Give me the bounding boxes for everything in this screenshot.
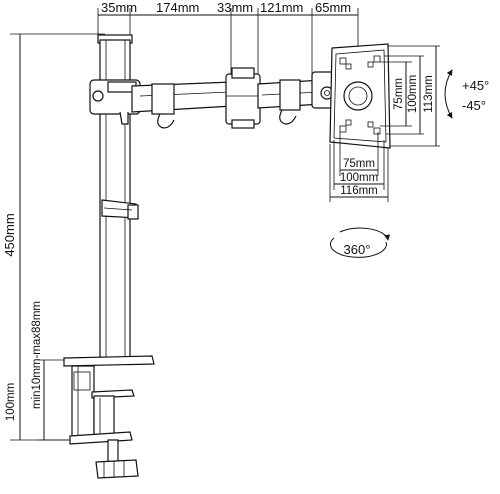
dim-vesa-75mm-vertical: 75mm: [393, 78, 405, 110]
top-dimension-line: [97, 8, 359, 92]
vesa-plate: [329, 43, 391, 149]
clamp-dimension-lines: [38, 359, 72, 441]
first-arm: [89, 79, 233, 129]
dim-vesa-113mm-vertical: 113mm: [423, 75, 435, 113]
rotation-label: 360°: [344, 242, 371, 257]
dim-100mm-clamp: 100mm: [5, 383, 17, 421]
dim-clamp-range: min10mm-max88mm: [31, 301, 43, 409]
rotation-arrow-icon: [329, 227, 391, 258]
dim-450mm: 450mm: [2, 213, 17, 256]
dim-vesa-75mm-horizontal: 75mm: [343, 158, 375, 170]
dim-vesa-100mm-horizontal: 100mm: [340, 172, 378, 184]
tilt-up-label: +45°: [462, 78, 489, 93]
vesa-horizontal-dimension-lines: [329, 132, 389, 202]
dim-vesa-116mm-horizontal: 116mm: [340, 185, 378, 197]
dim-121mm: 121mm: [260, 0, 303, 15]
tilt-arrow-icon: [444, 69, 453, 119]
vesa-vertical-dimension-lines: [380, 45, 440, 147]
second-arm: [257, 79, 323, 125]
clamp-knob: [95, 459, 139, 479]
dim-33mm: 33mm: [217, 0, 253, 15]
cable-clip: [101, 199, 139, 220]
desk-clamp: [63, 355, 155, 467]
dim-vesa-100mm-vertical: 100mm: [407, 75, 419, 113]
dim-174mm: 174mm: [156, 0, 199, 15]
tilt-down-label: -45°: [462, 98, 486, 113]
dim-35mm: 35mm: [101, 0, 137, 15]
elbow-joint: [225, 67, 261, 129]
dim-65mm: 65mm: [315, 0, 351, 15]
